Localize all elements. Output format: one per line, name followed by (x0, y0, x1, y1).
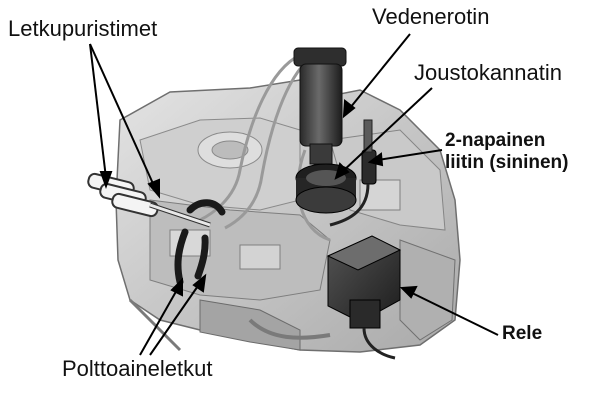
label-connector-line2: liitin (sininen) (445, 152, 569, 174)
engine-block (116, 80, 460, 352)
label-relay: Rele (502, 323, 542, 345)
label-fuel-hoses: Polttoaineletkut (62, 356, 212, 381)
label-hose-clamps: Letkupuristimet (8, 16, 157, 41)
label-two-pin-connector: 2-napainen liitin (sininen) (445, 130, 569, 174)
label-flexible-bracket: Joustokannatin (414, 60, 562, 85)
label-connector-line1: 2-napainen (445, 130, 569, 152)
label-water-separator: Vedenerotin (372, 4, 489, 29)
